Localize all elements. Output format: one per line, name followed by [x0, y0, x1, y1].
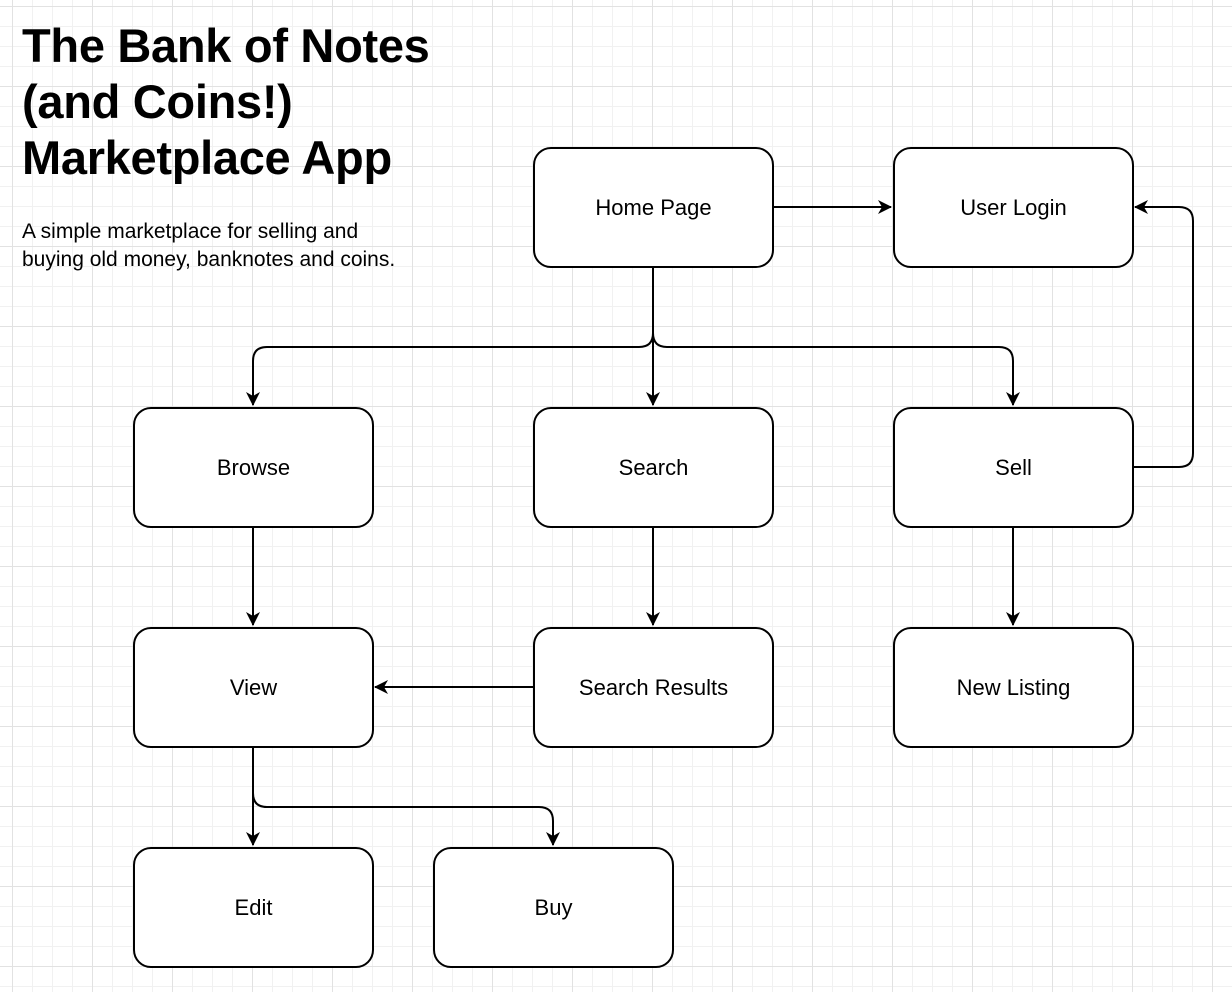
diagram-description: A simple marketplace for selling and buy…: [22, 220, 396, 271]
node-search[interactable]: Search: [533, 407, 774, 528]
node-edit[interactable]: Edit: [133, 847, 374, 968]
node-home-page[interactable]: Home Page: [533, 147, 774, 268]
node-new-listing[interactable]: New Listing: [893, 627, 1134, 748]
node-browse[interactable]: Browse: [133, 407, 374, 528]
node-search-results[interactable]: Search Results: [533, 627, 774, 748]
title-line-2: (and Coins!): [22, 75, 293, 128]
edge-view-to-buy: [252, 747, 560, 846]
node-user-login[interactable]: User Login: [893, 147, 1134, 268]
edge-sell-to-login: [1133, 200, 1194, 468]
title-line-1: The Bank of Notes: [22, 19, 430, 72]
node-sell[interactable]: Sell: [893, 407, 1134, 528]
diagram-title: The Bank of Notes (and Coins!) Marketpla…: [22, 18, 502, 186]
title-line-3: Marketplace App: [22, 131, 392, 184]
edge-home-to-sell: [652, 267, 1020, 406]
node-view[interactable]: View: [133, 627, 374, 748]
node-buy[interactable]: Buy: [433, 847, 674, 968]
edge-home-to-browse: [246, 267, 654, 406]
